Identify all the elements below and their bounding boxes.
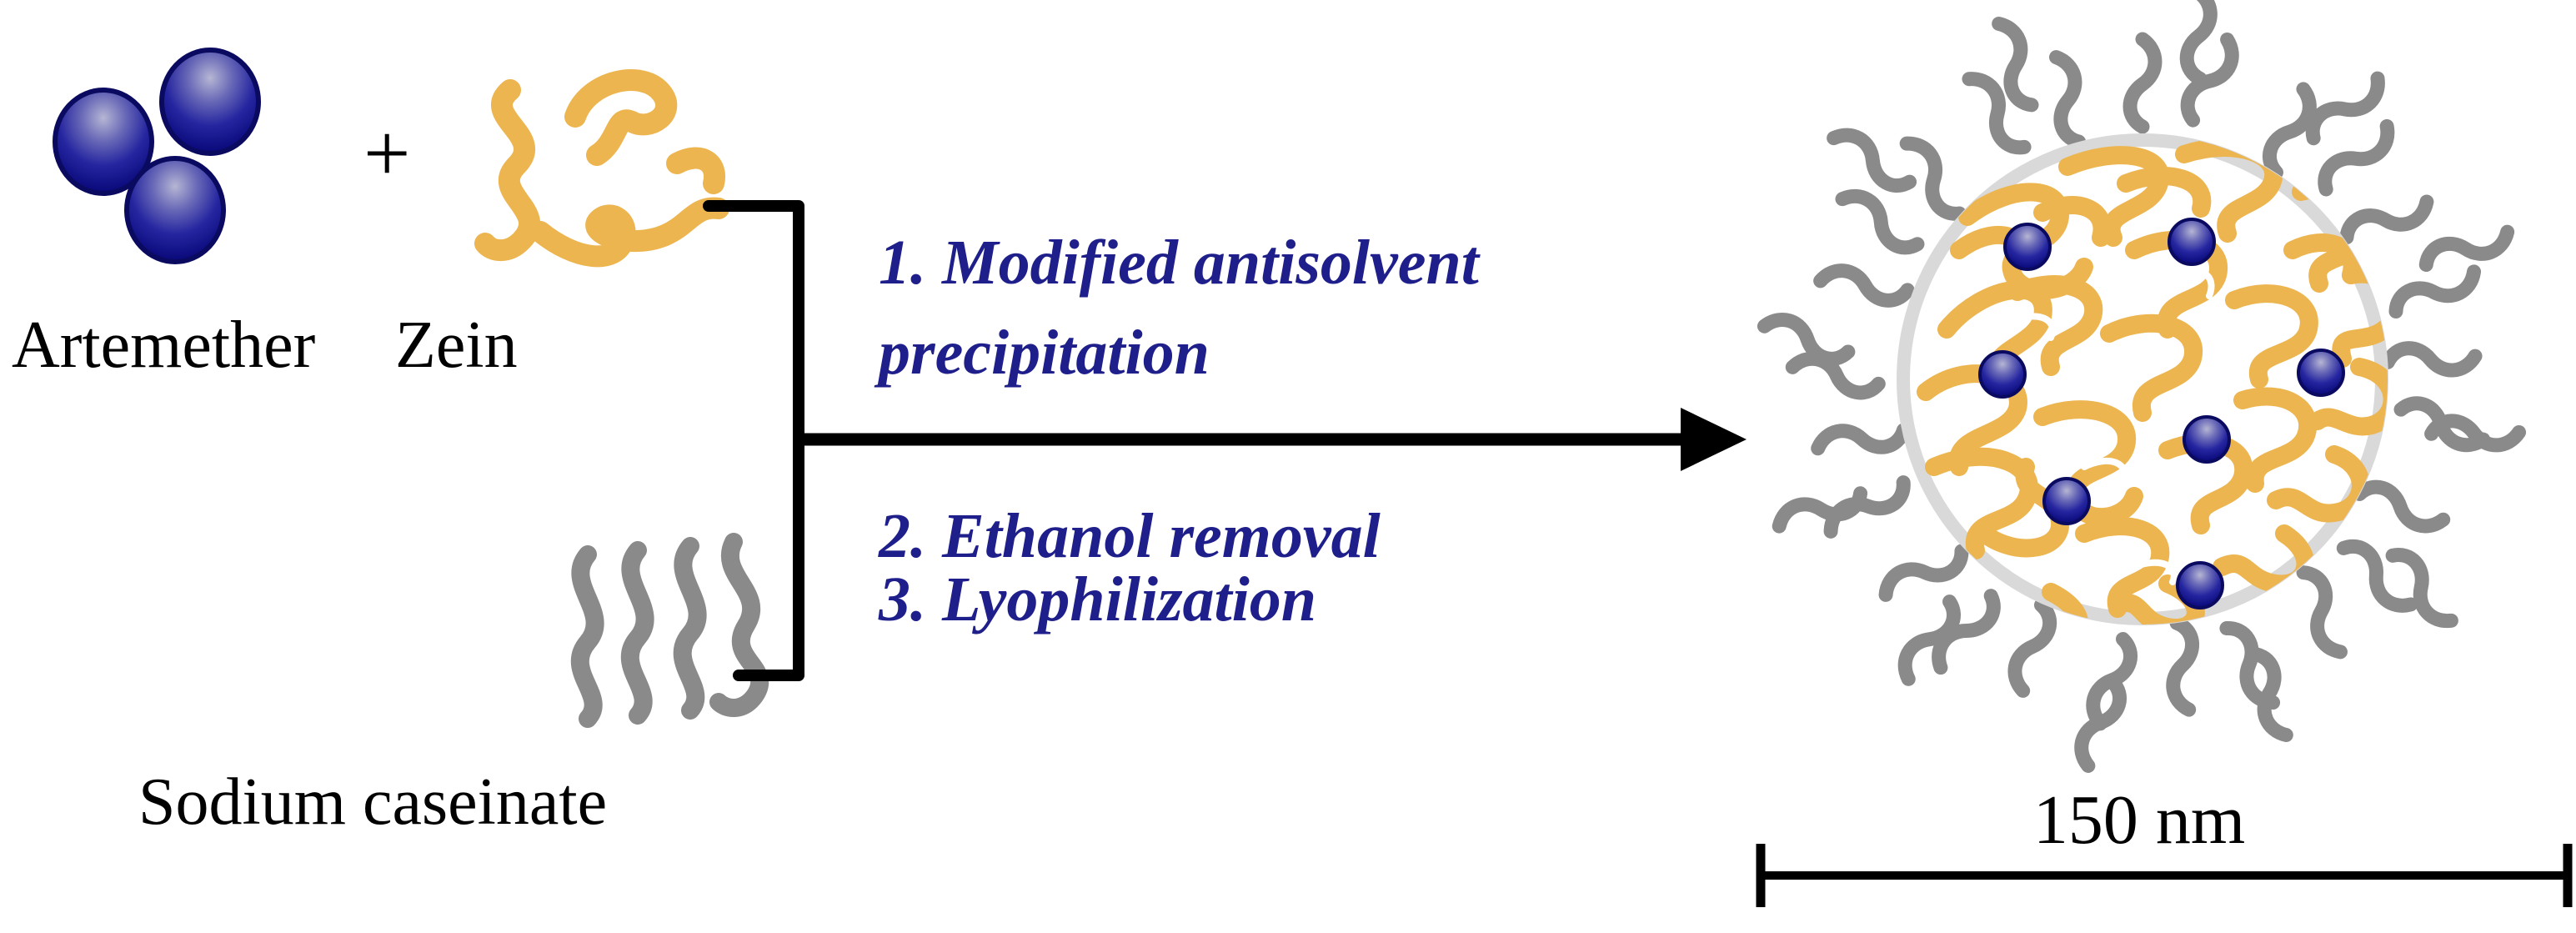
artemether-spheres-icon (53, 48, 261, 264)
process-step-1: 1. Modified antisolvent precipitation (879, 228, 1479, 388)
sodium-caseinate-label: Sodium caseinate (138, 765, 608, 839)
nanoparticle-graphic (1761, 0, 2519, 770)
artemether-label: Artemether (12, 308, 316, 382)
caseinate-squiggle-icon (570, 533, 769, 728)
zein-squiggle-icon (474, 69, 729, 268)
process-arrow (799, 408, 1747, 471)
scale-bar (1756, 844, 2573, 907)
process-step-3: 3. Lyophilization (879, 564, 1317, 635)
scale-bar-label: 150 nm (2032, 781, 2246, 859)
arrowhead (1681, 408, 1747, 471)
zein-label: Zein (395, 308, 518, 382)
process-step-2: 2. Ethanol removal (879, 501, 1381, 571)
encapsulated-drug-spheres (1978, 218, 2345, 609)
plus-sign: + (363, 107, 411, 199)
